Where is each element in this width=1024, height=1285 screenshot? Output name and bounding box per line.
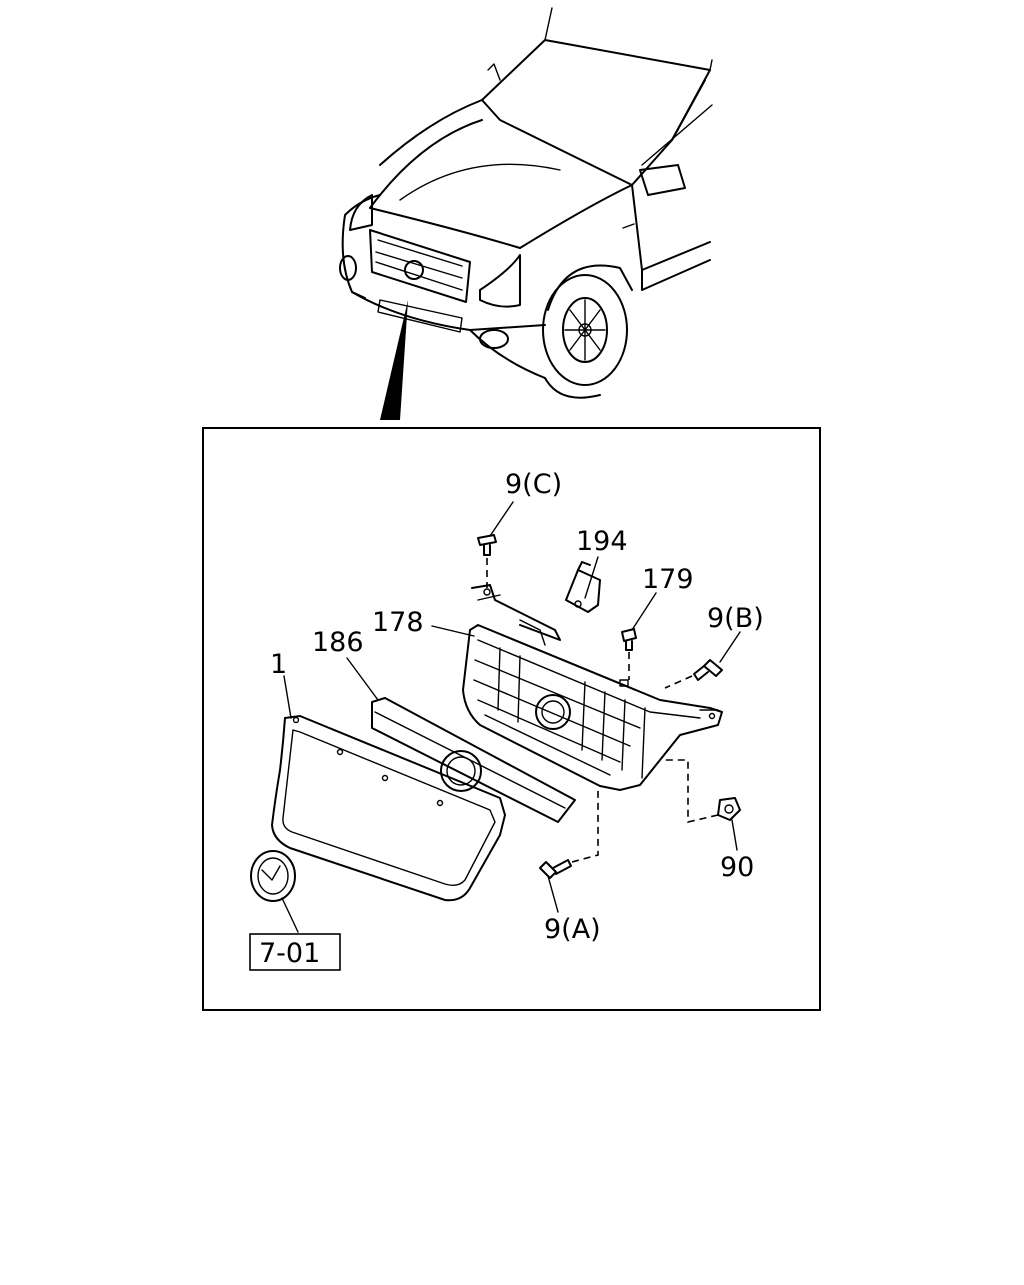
- reference-box: [249, 933, 341, 971]
- chrome-bar-part-186: [371, 697, 576, 823]
- grille-frame-part-1: [271, 715, 506, 902]
- detail-frame: [202, 427, 821, 1011]
- callout-9a: 9(A): [544, 914, 601, 945]
- callout-186: 186: [312, 627, 364, 658]
- nut-90: [665, 759, 741, 824]
- screw-9a: [539, 790, 599, 879]
- leader-lines: [281, 501, 741, 933]
- bracket-194: [565, 561, 601, 613]
- callout-178: 178: [372, 607, 424, 638]
- vehicle-overview-illustration: [339, 7, 713, 420]
- callout-9c: 9(C): [505, 469, 562, 500]
- emblem-7-01: [250, 850, 296, 902]
- callout-1: 1: [270, 649, 287, 680]
- callout-9b: 9(B): [707, 603, 764, 634]
- screw-9c: [477, 534, 497, 588]
- grille-body-part-178: [462, 584, 723, 791]
- callout-194: 194: [576, 526, 628, 557]
- callout-90: 90: [720, 852, 754, 883]
- callout-179: 179: [642, 564, 694, 595]
- clip-179: [621, 628, 637, 680]
- reference-box-label: 7-01: [259, 938, 320, 969]
- screw-9b: [664, 659, 723, 689]
